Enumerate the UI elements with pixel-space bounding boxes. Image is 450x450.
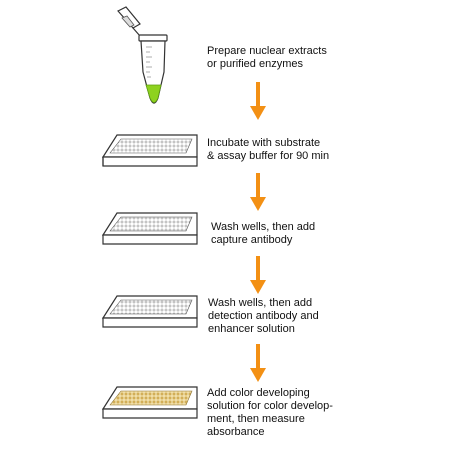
microcentrifuge-tube-icon [117,6,168,104]
step-1-text: Prepare nuclear extracts or purified enz… [207,45,407,71]
step-2-line-1: Incubate with substrate [207,137,321,149]
step-5-line-3: ment, then measure [207,413,305,425]
step-4-line-3: enhancer solution [208,323,295,335]
step-2-line-2: & assay buffer for 90 min [207,150,330,162]
step-5-line-2: solution for color develop- [207,400,333,412]
step-3-line-2: capture antibody [211,234,293,246]
step-5-line-4: absorbance [207,426,265,438]
step-5-text: Add color developing solution for color … [207,387,407,439]
step-3-text: Wash wells, then add capture antibody [211,221,411,247]
microplate-icon [101,295,198,328]
step-4-text: Wash wells, then add detection antibody … [208,297,408,336]
step-3-line-1: Wash wells, then add [211,221,316,233]
step-5-line-1: Add color developing [207,387,310,399]
down-arrow-icon [250,256,266,294]
microplate-icon [101,134,198,167]
step-1-line-1: Prepare nuclear extracts [207,45,327,57]
down-arrow-icon [250,344,266,382]
step-4-line-1: Wash wells, then add [208,297,313,309]
microplate-icon [101,212,198,245]
microplate-icon [101,386,198,419]
down-arrow-icon [250,173,266,211]
step-2-text: Incubate with substrate & assay buffer f… [207,137,407,163]
step-1-line-2: or purified enzymes [207,58,303,70]
down-arrow-icon [250,82,266,120]
step-4-line-2: detection antibody and [208,310,319,322]
